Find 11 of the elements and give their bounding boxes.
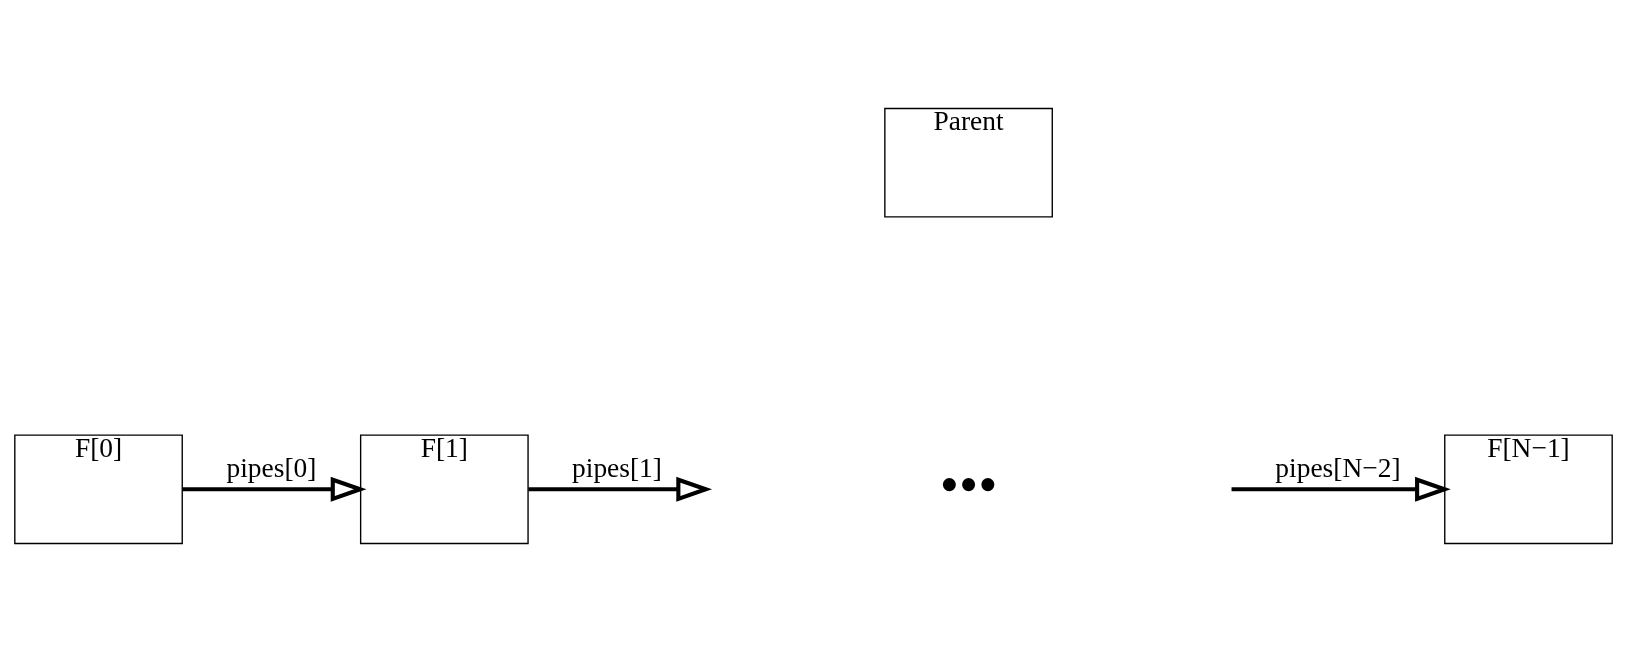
edge-label: pipes[N−2]	[1275, 452, 1401, 483]
arrow	[1231, 476, 1451, 502]
node-box: F[N−1]	[1444, 434, 1613, 545]
edge-label: pipes[1]	[572, 452, 662, 483]
node-box: Parent	[884, 107, 1053, 218]
edge-label: pipes[0]	[226, 452, 317, 483]
label: •••	[939, 454, 998, 516]
node-box: F[1]	[359, 434, 529, 545]
arrow	[528, 476, 713, 502]
arrow	[182, 476, 367, 502]
node-box: F[0]	[14, 434, 183, 545]
